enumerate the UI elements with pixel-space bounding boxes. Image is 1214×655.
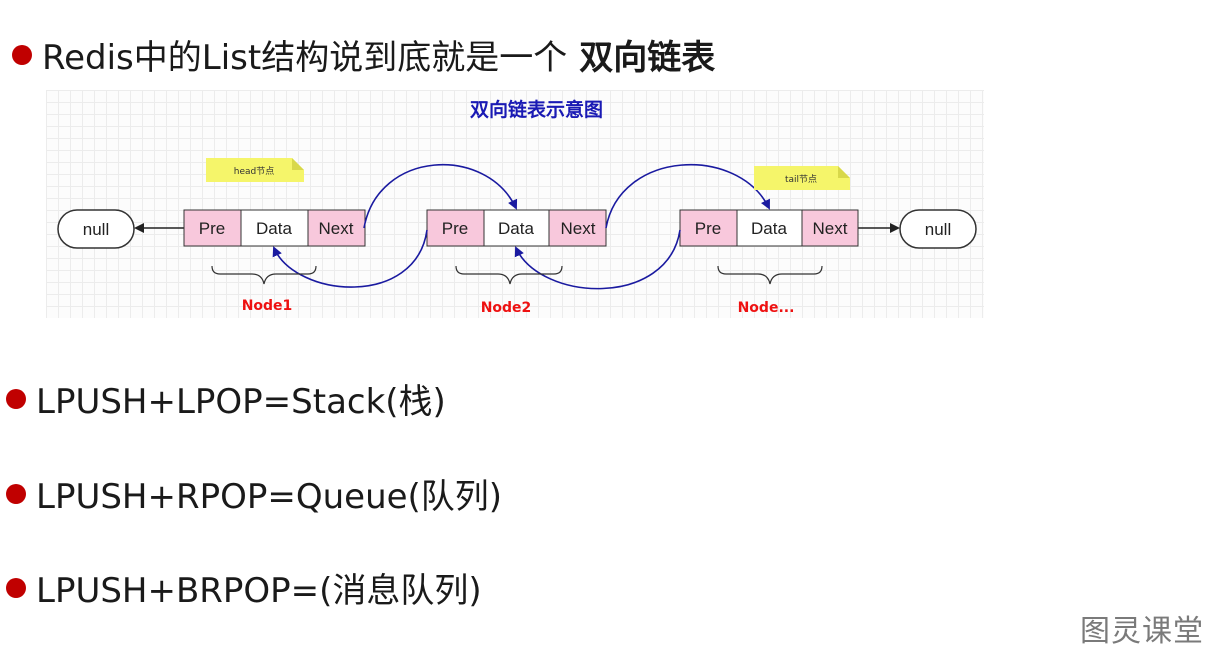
node-3-next-label: Next — [813, 219, 848, 238]
node-1: Pre Data Next — [183, 209, 366, 247]
next-arrow-1-to-2 — [363, 163, 518, 229]
node-2-label: Node2 — [481, 300, 532, 316]
tail-note-fold — [838, 166, 850, 178]
node-3-brace — [717, 265, 823, 285]
title-bold-text: 双向链表 — [579, 38, 716, 78]
title-line: Redis中的List结构说到底就是一个 双向链表 — [12, 30, 715, 79]
node-1-data-cell — [240, 209, 309, 247]
null-right-box — [899, 209, 977, 249]
list-item-text: LPUSH+LPOP=Stack(栈) — [36, 382, 446, 422]
bullet-icon — [6, 577, 26, 598]
node-1-pre-label: Pre — [199, 219, 225, 238]
node-1-next-label: Next — [319, 219, 354, 238]
null-left-label: null — [83, 220, 109, 239]
node-2-pre-label: Pre — [442, 219, 468, 238]
node-2-data-label: Data — [498, 219, 534, 238]
node-1-label: Node1 — [242, 298, 293, 314]
head-note-label: head节点 — [234, 166, 274, 177]
next-arrow-2-to-3 — [605, 163, 770, 229]
node-3-data-cell — [736, 209, 803, 247]
null-right-label: null — [925, 220, 951, 239]
node-1-pre-cell — [183, 209, 242, 247]
head-note-icon — [206, 158, 304, 182]
diagram-canvas: 双向链表示意图 null null Pre Data Next Pre Data… — [57, 98, 977, 316]
watermark: 图灵课堂 — [1080, 614, 1204, 649]
tail-note-icon — [754, 166, 850, 190]
list-item-text: LPUSH+BRPOP=(消息队列) — [36, 571, 482, 611]
list-item-queue: LPUSH+RPOP=Queue(队列) — [6, 469, 502, 518]
diagram-title: 双向链表示意图 — [470, 98, 603, 121]
node-3-pre-cell — [679, 209, 738, 247]
list-item-message-queue: LPUSH+BRPOP=(消息队列) — [6, 563, 482, 612]
node-2: Pre Data Next — [426, 209, 607, 247]
bullet-icon — [12, 44, 32, 65]
node-2-brace — [455, 265, 563, 285]
node-1-next-cell — [307, 209, 366, 247]
pre-arrow-2-to-1 — [272, 229, 428, 288]
node-1-data-label: Data — [256, 219, 292, 238]
title-text: Redis中的List结构说到底就是一个 — [42, 38, 568, 78]
node-2-next-cell — [548, 209, 607, 247]
node-2-next-label: Next — [561, 219, 596, 238]
pre-arrow-3-to-2 — [514, 229, 681, 290]
node-3-label: Node... — [738, 300, 795, 316]
node-3: Pre Data Next — [679, 209, 859, 247]
list-item-stack: LPUSH+LPOP=Stack(栈) — [6, 374, 446, 423]
bullet-icon — [6, 388, 26, 409]
linked-list-diagram: 双向链表示意图 null null Pre Data Next Pre Data… — [46, 90, 984, 318]
list-item-text: LPUSH+RPOP=Queue(队列) — [36, 477, 503, 517]
bullet-icon — [6, 483, 26, 504]
node-3-data-label: Data — [751, 219, 787, 238]
node-3-next-cell — [801, 209, 859, 247]
node-1-brace — [211, 265, 317, 285]
tail-note-label: tail节点 — [785, 174, 817, 185]
head-note-fold — [292, 158, 304, 170]
node-3-pre-label: Pre — [695, 219, 721, 238]
